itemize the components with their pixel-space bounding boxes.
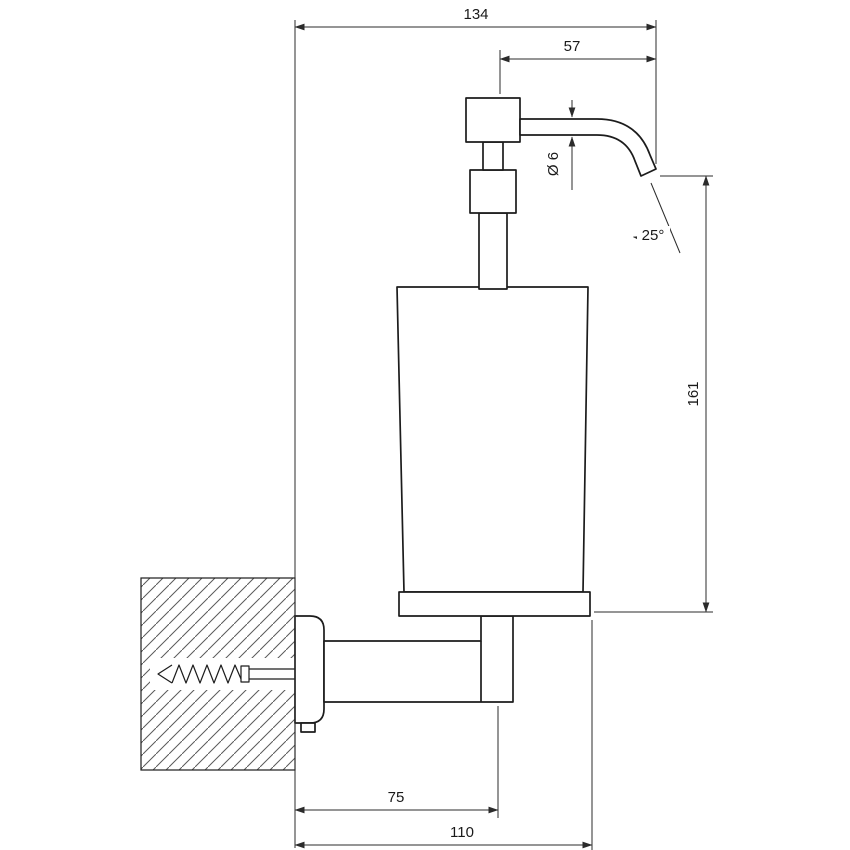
- dimension-label-161: 161: [685, 381, 702, 406]
- dimension-dia-6: Ø 6: [545, 100, 576, 190]
- dimension-label-75: 75: [388, 789, 405, 806]
- pump-head: [465, 97, 521, 143]
- dimension-label-25deg: 25°: [642, 227, 665, 244]
- dimension-label-dia6: Ø 6: [545, 152, 562, 176]
- flange-set-screw: [300, 722, 316, 733]
- dimension-110: 110: [294, 620, 593, 850]
- dimension-57: 57: [499, 38, 657, 94]
- dimension-angle-25: 25°: [633, 182, 681, 254]
- dimension-75: 75: [294, 706, 499, 818]
- pump-assembly: [465, 97, 657, 290]
- screw-tip: [157, 664, 173, 684]
- wall-mount-flange: [294, 615, 325, 733]
- dimension-label-110: 110: [450, 824, 474, 841]
- wall-anchor-screw: [150, 658, 296, 690]
- support-arm-and-post: [323, 615, 514, 703]
- dimension-134: 134: [294, 6, 657, 848]
- screw-collar: [240, 665, 250, 683]
- dimension-label-134: 134: [463, 6, 488, 23]
- dispenser-bottle: [396, 286, 589, 593]
- dimension-161: 161: [594, 175, 713, 613]
- pump-stem: [482, 141, 504, 171]
- pump-spout: [519, 118, 657, 177]
- dimension-label-57: 57: [564, 38, 581, 55]
- pump-collar: [469, 169, 517, 214]
- bottle-holder-ring: [398, 591, 591, 617]
- screw-thread-coil: [171, 664, 242, 684]
- pump-tube: [478, 212, 508, 290]
